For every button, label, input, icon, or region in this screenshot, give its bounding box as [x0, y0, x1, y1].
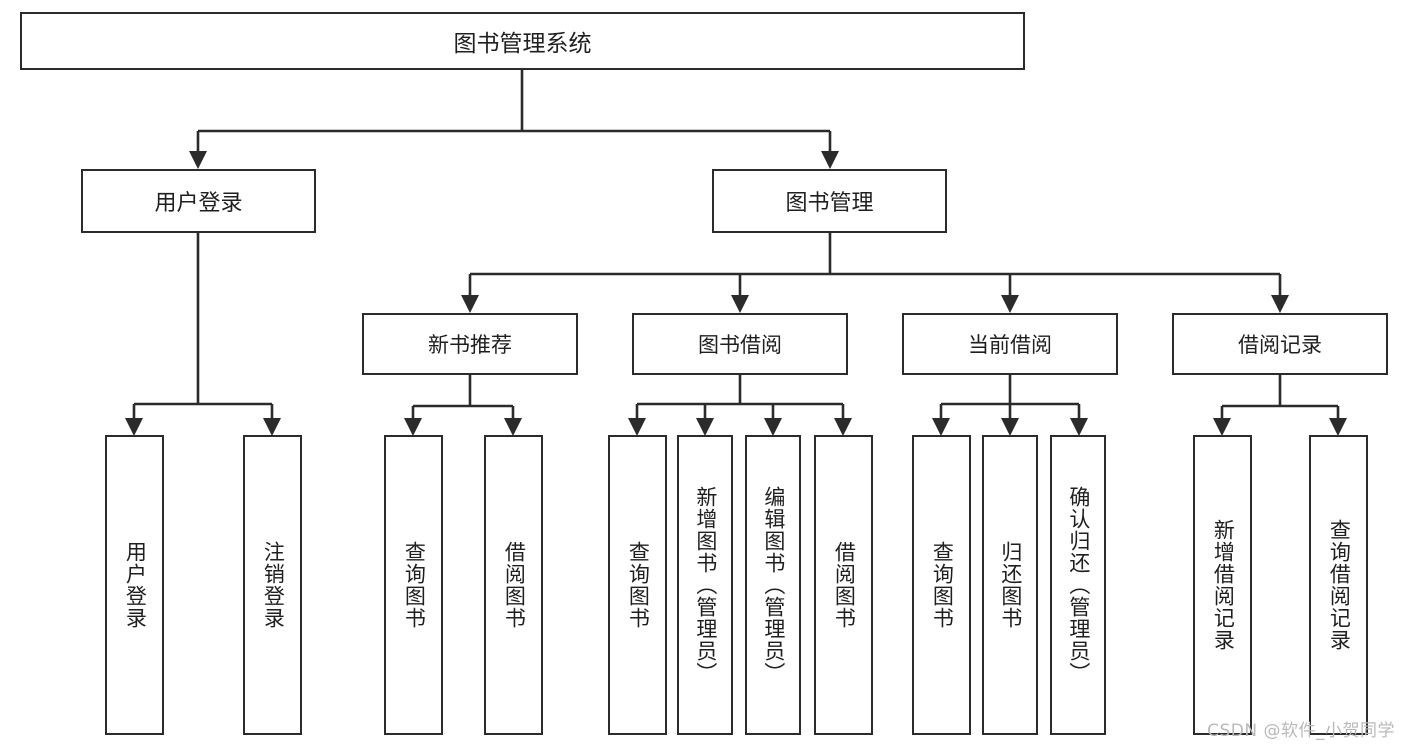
node-label: 图书借阅	[698, 333, 782, 357]
node-new-book-recommend[interactable]: 新书推荐	[362, 313, 578, 375]
leaf-query-book-borrow[interactable]: 查询图书	[608, 435, 667, 735]
csdn-watermark: CSDN @软件_小贺同学	[1207, 721, 1395, 741]
leaf-edit-book-admin[interactable]: 编辑图书（管理员）	[745, 435, 801, 735]
leaf-query-book-current[interactable]: 查询图书	[912, 435, 971, 735]
leaf-add-borrow-record[interactable]: 新增借阅记录	[1193, 435, 1252, 735]
node-label: 用户登录	[154, 191, 243, 216]
node-current-borrow[interactable]: 当前借阅	[902, 313, 1118, 375]
leaf-label: 确认归还（管理员）	[1066, 486, 1091, 684]
leaf-label: 新增图书（管理员）	[693, 486, 718, 684]
leaf-query-book-newbook[interactable]: 查询图书	[384, 435, 443, 735]
leaf-label: 编辑图书（管理员）	[761, 486, 786, 684]
leaf-label: 归还图书	[998, 541, 1023, 629]
node-label: 图书管理	[785, 191, 874, 216]
node-root-book-management-system[interactable]: 图书管理系统	[20, 12, 1025, 70]
node-label: 当前借阅	[968, 333, 1052, 357]
leaf-confirm-return-admin[interactable]: 确认归还（管理员）	[1050, 435, 1106, 735]
leaf-label: 查询借阅记录	[1327, 519, 1352, 651]
node-book-management[interactable]: 图书管理	[712, 169, 947, 233]
node-user-login[interactable]: 用户登录	[81, 169, 316, 233]
leaf-return-book[interactable]: 归还图书	[982, 435, 1038, 735]
node-borrow-record[interactable]: 借阅记录	[1172, 313, 1388, 375]
leaf-user-login[interactable]: 用户登录	[105, 435, 164, 735]
node-book-borrow[interactable]: 图书借阅	[632, 313, 848, 375]
node-label: 新书推荐	[428, 333, 512, 357]
leaf-borrow-book[interactable]: 借阅图书	[814, 435, 873, 735]
leaf-label: 借阅图书	[502, 541, 527, 629]
leaf-label: 用户登录	[123, 541, 148, 629]
leaf-label: 注销登录	[261, 541, 286, 629]
node-label: 图书管理系统	[453, 31, 592, 57]
leaf-label: 查询图书	[930, 541, 955, 629]
leaf-add-book-admin[interactable]: 新增图书（管理员）	[677, 435, 733, 735]
leaf-logout[interactable]: 注销登录	[243, 435, 302, 735]
leaf-label: 借阅图书	[832, 541, 857, 629]
leaf-borrow-book-newbook[interactable]: 借阅图书	[484, 435, 543, 735]
leaf-label: 新增借阅记录	[1211, 519, 1236, 651]
leaf-label: 查询图书	[626, 541, 651, 629]
leaf-label: 查询图书	[402, 541, 427, 629]
node-label: 借阅记录	[1238, 333, 1322, 357]
leaf-query-borrow-record[interactable]: 查询借阅记录	[1309, 435, 1368, 735]
